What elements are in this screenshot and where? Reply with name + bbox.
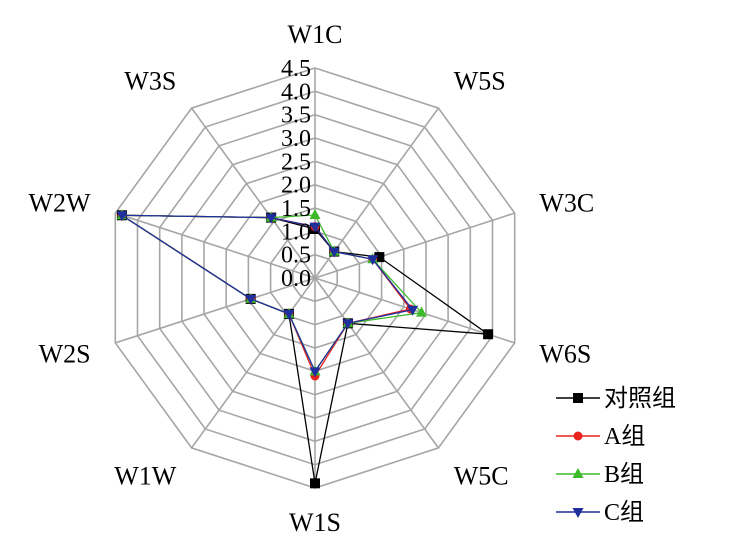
legend: 对照组 A组 B组 C组 xyxy=(556,385,676,526)
tick-label: 0.5 xyxy=(281,243,311,269)
tick-label: 1.0 xyxy=(281,219,311,245)
legend-label: B组 xyxy=(604,461,644,488)
tick-label: 2.5 xyxy=(281,149,311,175)
data-point-marker xyxy=(245,294,257,305)
tick-label: 3.5 xyxy=(281,103,311,129)
data-point-marker xyxy=(342,319,354,330)
tick-label: 0.0 xyxy=(281,266,311,292)
tick-label: 3.0 xyxy=(281,126,311,152)
data-point-marker xyxy=(310,478,320,489)
legend-label: C组 xyxy=(604,499,644,526)
axis-label: W3S xyxy=(124,67,176,96)
axis-label: W1W xyxy=(114,461,177,490)
data-point-marker xyxy=(309,209,321,219)
data-point-marker xyxy=(573,393,583,403)
legend-label: A组 xyxy=(604,423,645,450)
axis-label: W5C xyxy=(454,461,509,490)
axis-label: W1S xyxy=(289,508,341,537)
series-3 xyxy=(116,211,419,378)
axis-label: W2S xyxy=(39,339,91,368)
data-point-marker xyxy=(309,367,321,378)
data-point-marker xyxy=(328,247,340,258)
tick-label: 1.5 xyxy=(281,196,311,222)
grid-spoke xyxy=(115,277,316,344)
legend-item: C组 xyxy=(556,499,644,526)
data-point-marker xyxy=(407,305,419,316)
axis-label: W1C xyxy=(288,20,343,49)
axis-label: W5S xyxy=(454,67,506,96)
legend-item: A组 xyxy=(556,423,645,450)
radial-tick-labels: 0.00.51.01.52.02.53.03.54.04.5 xyxy=(281,56,311,292)
data-point-marker xyxy=(416,306,428,317)
data-point-marker xyxy=(116,211,128,222)
data-point-marker xyxy=(483,329,494,340)
axis-labels: W1C W5S W3C W6S W5C W1S W1W W2S W2W W3S xyxy=(29,20,595,537)
data-point-marker xyxy=(374,252,385,263)
tick-label: 4.0 xyxy=(281,79,311,105)
grid-spoke xyxy=(314,212,515,279)
axis-label: W2W xyxy=(29,189,92,218)
radar-series xyxy=(116,209,494,489)
axis-label: W3C xyxy=(539,189,594,218)
data-point-marker xyxy=(573,431,583,441)
legend-item: B组 xyxy=(556,461,644,488)
data-point-marker xyxy=(265,213,277,224)
legend-label: 对照组 xyxy=(604,385,676,412)
tick-label: 2.0 xyxy=(281,173,311,199)
radar-grid xyxy=(114,67,516,489)
legend-item: 对照组 xyxy=(556,385,676,412)
data-point-marker xyxy=(572,508,584,518)
grid-spoke xyxy=(314,277,440,449)
data-point-marker xyxy=(309,222,321,233)
grid-spoke xyxy=(115,212,316,279)
tick-label: 4.5 xyxy=(281,56,311,82)
grid-spoke xyxy=(190,107,316,279)
data-point-marker xyxy=(367,255,379,266)
data-point-marker xyxy=(572,468,584,478)
grid-spoke xyxy=(190,277,316,449)
axis-label: W6S xyxy=(539,339,591,368)
data-point-marker xyxy=(283,309,295,320)
